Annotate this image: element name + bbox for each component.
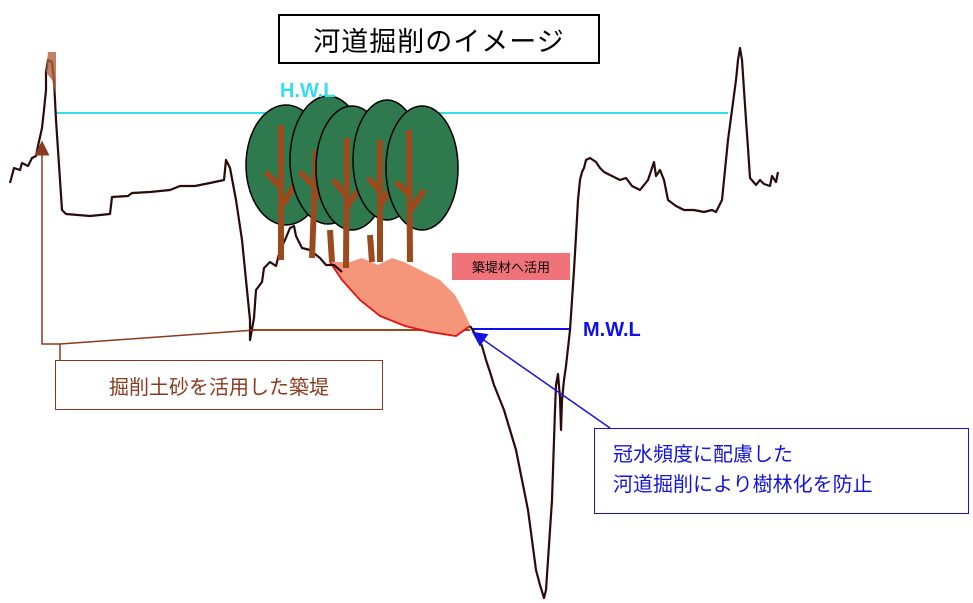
mwl-label: M.W.L: [583, 319, 641, 341]
ground-profile: [8, 58, 343, 342]
embankment-material-text: 築堤材へ活用: [471, 261, 550, 276]
embankment-material-label: 築堤材へ活用: [452, 253, 570, 280]
left-callout-text: 掘削土砂を活用した築堤: [109, 374, 329, 399]
right-callout: 冠水頻度に配慮した 河道掘削により樹林化を防止: [594, 428, 969, 514]
ground-profile-channel: [469, 46, 780, 600]
diagram-title: 河道掘削のイメージ: [278, 14, 600, 64]
excavation-edge: [329, 261, 471, 337]
right-callout-arrow: [471, 331, 611, 429]
left-callout-leader-2: [59, 329, 256, 345]
left-callout: 掘削土砂を活用した築堤: [55, 360, 383, 410]
left-levee-fill: [46, 52, 56, 96]
right-callout-line2: 河道掘削により樹林化を防止: [613, 472, 873, 496]
tree-cluster: [245, 95, 459, 269]
title-text: 河道掘削のイメージ: [313, 26, 565, 58]
right-callout-line1: 冠水頻度に配慮した: [613, 442, 793, 466]
tree-5: [385, 105, 459, 263]
excavation-area: [330, 258, 470, 335]
left-callout-leader: [34, 140, 61, 360]
hwl-label: H.W.L: [280, 80, 336, 102]
